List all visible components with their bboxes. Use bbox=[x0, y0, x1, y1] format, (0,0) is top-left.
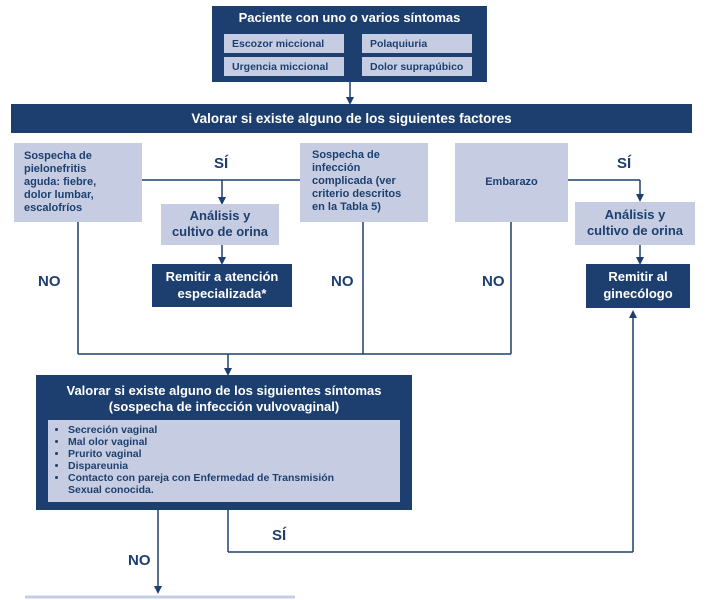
vulvo-symptom: Contacto con pareja con Enfermedad de Tr… bbox=[68, 472, 368, 496]
refer-specialist-line: Remitir a atención bbox=[165, 269, 279, 284]
symptom-chip: Polaquiuria bbox=[362, 34, 472, 53]
vulvo-symptom: Dispareunia bbox=[68, 460, 394, 472]
no-label-vulvo: NO bbox=[128, 552, 151, 569]
yes-label-right: SÍ bbox=[617, 155, 632, 172]
vulvovaginal-box: Valorar si existe alguno de los siguient… bbox=[36, 375, 412, 510]
complicated-line: Sospecha de bbox=[312, 149, 380, 161]
complicated-line: infección bbox=[312, 162, 361, 174]
analysis-box-right: Análisis y cultivo de orina bbox=[575, 202, 695, 245]
vulvo-symptom-list: Secreción vaginal Mal olor vaginal Pruri… bbox=[48, 420, 400, 502]
analysis-line: cultivo de orina bbox=[586, 223, 684, 238]
vulvo-symptom: Mal olor vaginal bbox=[68, 436, 394, 448]
vulvo-title-line: Valorar si existe alguno de los siguient… bbox=[66, 383, 382, 398]
pregnancy-box: Embarazo bbox=[455, 143, 568, 222]
vulvo-symptom: Secreción vaginal bbox=[68, 424, 394, 436]
pyelo-line: aguda: fiebre, bbox=[24, 176, 97, 188]
analysis-box-left: Análisis y cultivo de orina bbox=[161, 204, 279, 245]
yes-label-vulvo: SÍ bbox=[272, 527, 287, 544]
complicated-line: criterio descritos bbox=[312, 188, 402, 200]
start-box: Paciente con uno o varios síntomas Escoz… bbox=[212, 6, 487, 82]
complicated-line: complicada (ver bbox=[312, 175, 396, 187]
no-label-pyelo: NO bbox=[38, 273, 61, 290]
complicated-line: en la Tabla 5) bbox=[312, 201, 381, 213]
symptom-chip: Urgencia miccional bbox=[224, 57, 344, 76]
pyelo-line: pielonefritis bbox=[24, 163, 87, 175]
yes-label-left: SÍ bbox=[214, 155, 229, 172]
no-label-pregnancy: NO bbox=[482, 273, 505, 290]
pyelo-line: dolor lumbar, bbox=[24, 189, 94, 201]
refer-specialist-line: especializada* bbox=[177, 286, 267, 301]
pyelo-line: Sospecha de bbox=[24, 150, 92, 162]
no-label-complicated: NO bbox=[331, 273, 354, 290]
complicated-infection-box: Sospecha de infección complicada (ver cr… bbox=[300, 143, 428, 222]
refer-gyneco-line: Remitir al bbox=[608, 269, 668, 284]
start-title: Paciente con uno o varios síntomas bbox=[238, 10, 461, 25]
vulvo-title: Valorar si existe alguno de los siguient… bbox=[36, 383, 412, 415]
pyelonephritis-box: Sospecha de pielonefritis aguda: fiebre,… bbox=[14, 143, 142, 222]
analysis-line: Análisis y bbox=[604, 207, 666, 222]
pyelo-line: escalofríos bbox=[24, 202, 83, 214]
vulvo-symptom: Prurito vaginal bbox=[68, 448, 394, 460]
symptom-chip: Escozor miccional bbox=[224, 34, 344, 53]
refer-gyneco-line: ginecólogo bbox=[603, 286, 673, 301]
factors-header: Valorar si existe alguno de los siguient… bbox=[11, 104, 692, 133]
analysis-line: Análisis y bbox=[189, 208, 251, 223]
refer-gyneco-box: Remitir al ginecólogo bbox=[586, 264, 690, 308]
analysis-line: cultivo de orina bbox=[171, 224, 269, 239]
refer-specialist-box: Remitir a atención especializada* bbox=[152, 264, 292, 307]
symptom-chip: Dolor suprapúbico bbox=[362, 57, 472, 76]
vulvo-title-line: (sospecha de infección vulvovaginal) bbox=[108, 399, 340, 414]
